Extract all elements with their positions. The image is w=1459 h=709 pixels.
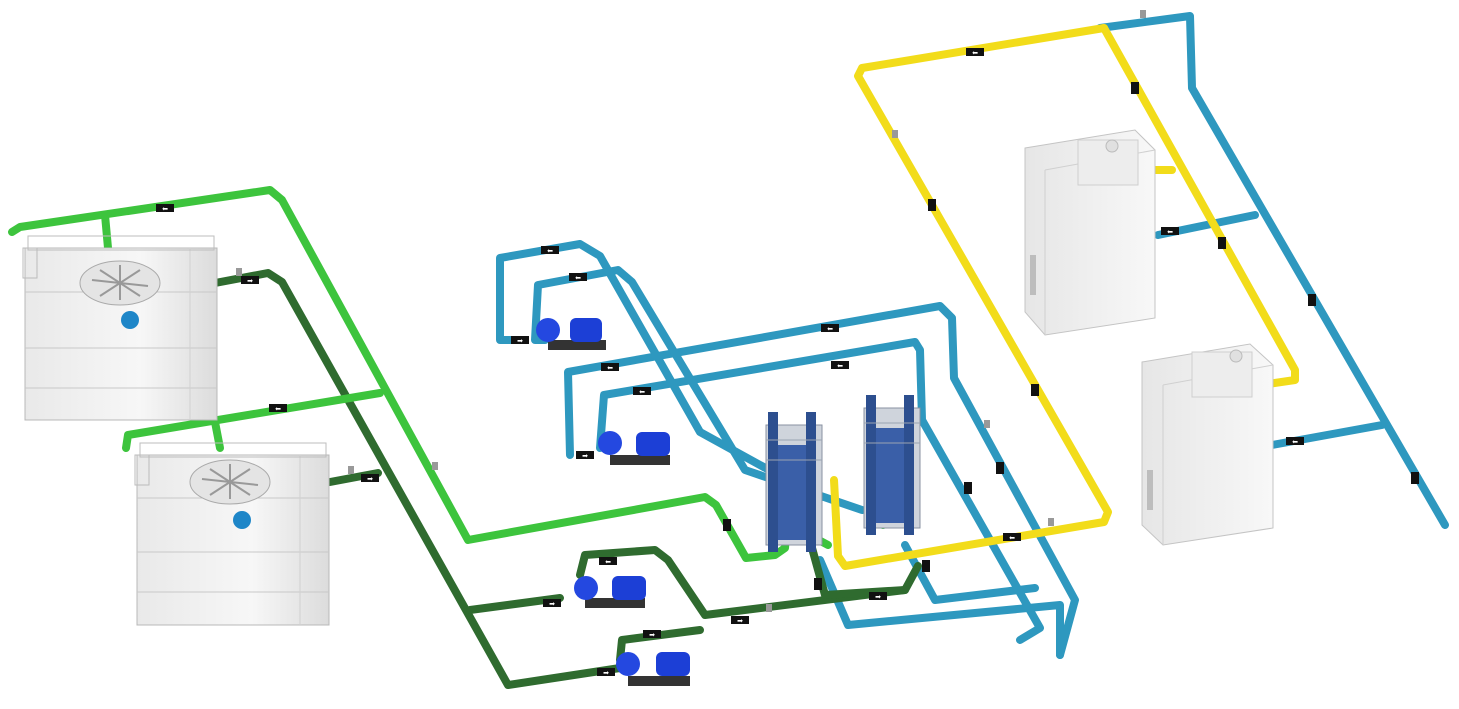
dark-green-pipe-pump-loop-2 bbox=[616, 626, 704, 664]
logo-icon bbox=[233, 511, 251, 529]
svg-text:⬅: ⬅ bbox=[827, 325, 833, 333]
flow-arrow-icon: ⬅ bbox=[541, 246, 559, 255]
svg-text:⬅: ⬅ bbox=[575, 274, 581, 282]
blue-pipe-small-outer bbox=[496, 240, 824, 502]
flow-arrow-icon: ⬅ bbox=[601, 363, 619, 372]
flow-arrow-icon: ➡ bbox=[241, 276, 259, 285]
flow-arrow-icon: ⬅ bbox=[156, 204, 174, 213]
svg-text:➡: ➡ bbox=[549, 600, 555, 608]
flow-arrow-icon: ⬅ bbox=[633, 387, 651, 396]
flow-markers: ⬅ ⬅ ➡ ➡ ⬅ ⬅ ➡ ⬅ ⬅ ➡ ⬅ ⬅ ⬅ ⬅ ⬅ ⬅ ➡ ⬅ ➡ ➡ … bbox=[156, 48, 1419, 677]
svg-text:➡: ➡ bbox=[367, 475, 373, 483]
svg-text:⬅: ⬅ bbox=[605, 558, 611, 566]
flow-arrow-icon: ⬅ bbox=[569, 273, 587, 282]
flow-arrow-icon: ⬅ bbox=[1286, 437, 1304, 446]
pump-blue-1 bbox=[536, 318, 606, 350]
flow-arrow-icon bbox=[1308, 294, 1316, 306]
flow-arrow-icon: ⬅ bbox=[966, 48, 984, 57]
flow-arrow-icon bbox=[964, 482, 972, 494]
flow-arrow-icon: ➡ bbox=[576, 451, 594, 460]
pump-green-1 bbox=[574, 576, 646, 608]
flow-arrow-icon bbox=[922, 560, 930, 572]
flow-arrow-icon: ⬅ bbox=[821, 324, 839, 333]
svg-text:➡: ➡ bbox=[517, 337, 523, 345]
dark-green-pipe-hx bbox=[808, 544, 909, 599]
svg-text:⬅: ⬅ bbox=[607, 364, 613, 372]
cooling-tower-1 bbox=[22, 235, 218, 421]
svg-text:⬅: ⬅ bbox=[547, 247, 553, 255]
pump-green-2 bbox=[616, 652, 690, 686]
cooling-tower-2 bbox=[134, 442, 330, 626]
flow-arrow-icon: ⬅ bbox=[831, 361, 849, 370]
flow-arrow-icon: ➡ bbox=[869, 592, 887, 601]
cabinet-1 bbox=[1024, 129, 1156, 336]
svg-text:➡: ➡ bbox=[582, 452, 588, 460]
light-green-pipe-tower-1 bbox=[101, 211, 112, 252]
svg-text:⬅: ⬅ bbox=[972, 49, 978, 57]
flow-arrow-icon: ➡ bbox=[597, 668, 615, 677]
flow-arrow-icon bbox=[1218, 237, 1226, 249]
light-green-pipe-main bbox=[8, 186, 794, 562]
flow-arrow-icon bbox=[928, 199, 936, 211]
heat-exchanger-2 bbox=[863, 395, 921, 535]
flow-arrow-icon bbox=[1131, 82, 1139, 94]
yellow-pipe-main bbox=[830, 24, 1112, 570]
flow-arrow-icon: ⬅ bbox=[1161, 227, 1179, 236]
flow-arrow-icon: ➡ bbox=[643, 630, 661, 639]
flow-arrow-icon: ➡ bbox=[731, 616, 749, 625]
fan-icon bbox=[91, 265, 149, 300]
svg-text:➡: ➡ bbox=[603, 669, 609, 677]
blue-pipe-loop-outer bbox=[564, 302, 1079, 659]
svg-text:➡: ➡ bbox=[737, 617, 743, 625]
flow-arrow-icon bbox=[1411, 472, 1419, 484]
svg-text:⬅: ⬅ bbox=[639, 388, 645, 396]
flow-arrow-icon: ⬅ bbox=[599, 557, 617, 566]
light-green-pipe-tower-2-riser bbox=[211, 418, 224, 452]
svg-text:⬅: ⬅ bbox=[275, 405, 281, 413]
svg-text:➡: ➡ bbox=[247, 277, 253, 285]
svg-text:⬅: ⬅ bbox=[162, 205, 168, 213]
svg-text:➡: ➡ bbox=[875, 593, 881, 601]
blue-pipe-small-inner bbox=[531, 266, 866, 514]
fan-icon bbox=[201, 464, 259, 499]
blue-pipe-hx-link bbox=[901, 541, 1039, 604]
light-green-pipe-tower-2 bbox=[122, 389, 384, 452]
logo-icon bbox=[121, 311, 139, 329]
sensor-stubs bbox=[236, 10, 1146, 612]
flow-arrow-icon: ➡ bbox=[361, 474, 379, 483]
svg-text:⬅: ⬅ bbox=[1292, 438, 1298, 446]
blue-pipe-top bbox=[1096, 12, 1449, 529]
pump-blue-2 bbox=[598, 431, 670, 465]
svg-text:⬅: ⬅ bbox=[1009, 534, 1015, 542]
svg-text:➡: ➡ bbox=[649, 631, 655, 639]
svg-text:⬅: ⬅ bbox=[837, 362, 843, 370]
flow-arrow-icon bbox=[814, 578, 822, 590]
flow-arrow-icon: ⬅ bbox=[1003, 533, 1021, 542]
blue-pipes bbox=[496, 12, 1449, 659]
flow-arrow-icon: ⬅ bbox=[269, 404, 287, 413]
flow-arrow-icon bbox=[723, 519, 731, 531]
cabinet-2 bbox=[1141, 343, 1274, 546]
heat-exchanger-1 bbox=[765, 412, 823, 552]
flow-arrow-icon: ➡ bbox=[511, 336, 529, 345]
svg-text:⬅: ⬅ bbox=[1167, 228, 1173, 236]
flow-arrow-icon bbox=[1031, 384, 1039, 396]
blue-pipe-loop-inner bbox=[596, 338, 1044, 644]
flow-arrow-icon: ➡ bbox=[543, 599, 561, 608]
flow-arrow-icon bbox=[996, 462, 1004, 474]
yellow-pipe-riser bbox=[1100, 24, 1299, 388]
